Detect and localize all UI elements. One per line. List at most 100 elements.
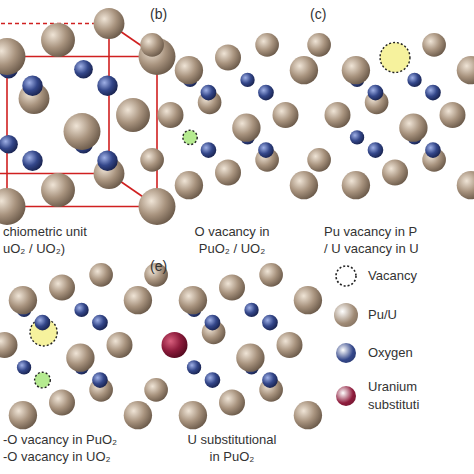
pu-u-atom [290,56,318,84]
pu-u-atom [66,343,94,371]
oxygen-atom [262,315,278,331]
panel-caption: -O vacancy in UO₂ [3,449,111,465]
oxygen-atom [0,135,18,154]
oxygen-atom [244,303,258,317]
panel-label: (b) [150,6,167,22]
pu-u-atom [158,102,184,128]
pu-u-atom [294,401,322,429]
panel-label: (e) [150,258,167,274]
legend-label: Pu/U [368,306,468,324]
pu-u-atom [89,263,113,287]
vacancy-site [183,130,197,144]
unit-cell-edge [6,57,8,207]
pu-u-atom [277,332,303,358]
legend-swatch [336,343,356,363]
uranium-atom [162,332,188,358]
pu-u-atom [422,33,446,57]
unit-cell-edge [7,56,157,58]
panel-caption: O vacancy in [194,224,269,240]
pu-u-atom [307,148,331,172]
pu-u-atom [255,33,279,57]
pu-u-atom [294,286,322,314]
unit-cell-edge [156,57,158,207]
panel-caption: PuO₂ / UO₂ [199,241,265,257]
panel-caption: -O vacancy in PuO₂ [3,432,117,448]
legend-swatch [334,303,358,327]
oxygen-atom [187,360,201,374]
pu-u-atom [116,98,150,132]
pu-u-atom [382,160,408,186]
pu-u-atom [140,148,164,172]
vacancy-site [35,372,51,388]
pu-u-atom [440,102,466,128]
oxygen-atom [201,85,217,101]
legend-label: Uranium substituti [368,378,468,414]
oxygen-atom [22,76,42,96]
panel-caption: chiometric unit [3,224,87,240]
pu-u-atom [94,8,125,39]
oxygen-atom [425,142,441,158]
oxygen-atom [17,360,31,374]
legend-label: Vacancy [368,267,468,285]
pu-u-atom [0,332,18,358]
oxygen-atom [97,151,117,171]
pu-u-atom [342,56,370,84]
legend-label: Oxygen [368,344,468,362]
oxygen-atom [92,315,108,331]
pu-u-atom [41,173,75,207]
panel-caption: Pu vacancy in P [324,224,417,240]
pu-u-atom [140,33,164,57]
pu-u-atom [9,401,37,429]
oxygen-atom [258,142,274,158]
pu-u-atom [144,378,168,402]
oxygen-atom [368,142,384,158]
oxygen-atom [35,315,51,331]
pu-u-atom [124,401,152,429]
pu-u-atom [290,171,318,199]
pu-u-atom [49,390,75,416]
pu-u-atom [215,45,241,71]
oxygen-atom [407,73,421,87]
pu-u-atom [273,102,299,128]
panel-caption: in PuO₂ [210,449,255,465]
pu-u-atom [219,390,245,416]
panel-caption: / U vacancy in U [324,241,419,257]
pu-u-atom [124,286,152,314]
pu-u-atom [179,286,207,314]
panel-caption: U substitutional [188,432,277,448]
panel-label: (c) [310,6,326,22]
pu-u-atom [179,401,207,429]
pu-u-atom [325,102,351,128]
pu-u-atom [9,286,37,314]
oxygen-atom [74,60,93,79]
oxygen-atom [92,372,108,388]
pu-u-atom [64,113,101,150]
vacancy-legend-symbol [336,266,356,286]
pu-u-atom [107,332,133,358]
oxygen-atom [97,76,117,96]
pu-u-atom [215,160,241,186]
pu-u-atom [49,275,75,301]
pu-u-atom [139,188,176,225]
oxygen-atom [262,372,278,388]
unit-cell-edge [7,206,157,208]
legend-swatch [336,386,356,406]
pu-u-atom [232,113,260,141]
pu-u-atom [236,343,264,371]
pu-u-atom [342,171,370,199]
oxygen-atom [205,372,221,388]
pu-u-atom [219,275,245,301]
pu-u-atom [457,56,474,84]
pu-u-atom [0,188,25,225]
oxygen-atom [240,73,254,87]
oxygen-atom [205,315,221,331]
oxygen-atom [350,130,364,144]
panel-caption: uO₂ / UO₂) [3,241,65,257]
oxygen-atom [368,85,384,101]
oxygen-atom [201,142,217,158]
oxygen-atom [425,85,441,101]
pu-u-atom [307,33,331,57]
pu-u-atom [0,38,25,75]
pu-u-atom [175,171,203,199]
